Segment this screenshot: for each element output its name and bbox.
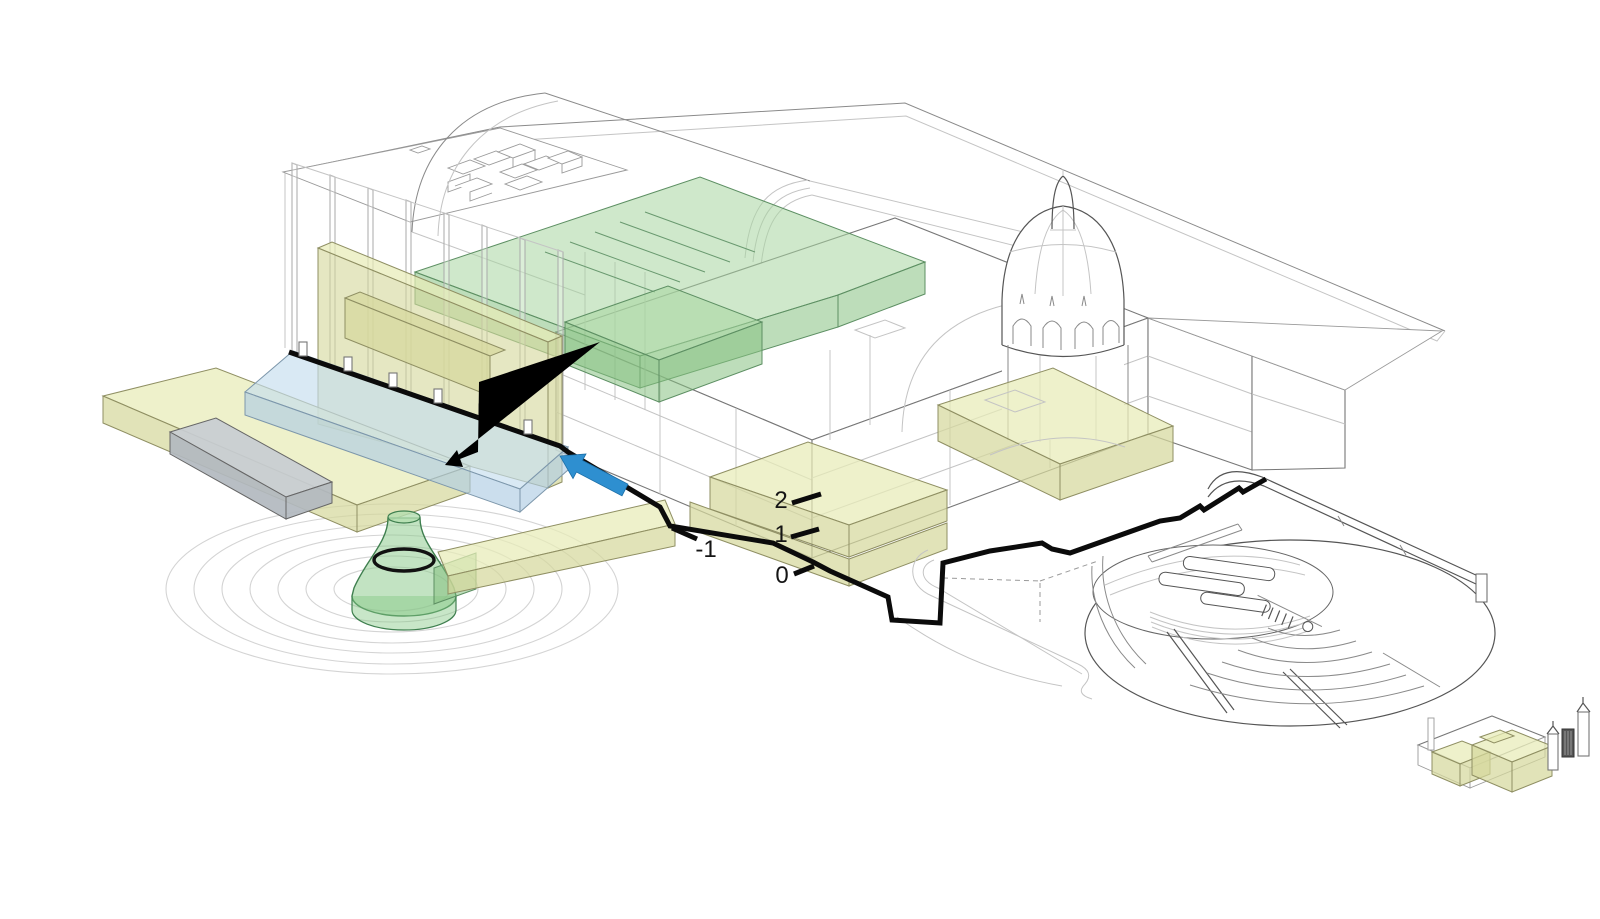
gray-box xyxy=(168,417,334,520)
funnel-black-ring xyxy=(372,547,436,573)
roof-boxes xyxy=(408,143,584,202)
blue-entry-arrow xyxy=(559,453,629,497)
roofscape xyxy=(281,127,629,223)
level-2-label: 2 xyxy=(774,487,787,514)
left-terrace xyxy=(101,350,569,533)
ramp-end-post xyxy=(1475,573,1488,603)
section-line xyxy=(288,349,1268,626)
red-route-arrow xyxy=(445,342,600,467)
amphitheatre-machinery xyxy=(1158,555,1323,633)
amphitheatre xyxy=(1084,523,1496,729)
level-1-tick xyxy=(790,526,820,540)
amphitheatre-seating-arcs xyxy=(1189,627,1425,705)
level-0-tick xyxy=(793,563,815,577)
pavilion-yellow-volumes xyxy=(1430,729,1554,793)
level-2-tick xyxy=(791,491,822,506)
right-ramp xyxy=(1207,471,1488,603)
dome-niches xyxy=(1012,293,1120,350)
yellow-wall-inner-box xyxy=(343,291,507,397)
yellow-corridor xyxy=(437,499,676,595)
green-lower-block xyxy=(563,285,764,403)
green-interior-ribs xyxy=(544,211,756,293)
level-1-label: 1 xyxy=(774,521,787,548)
entrance-pavilion xyxy=(1416,697,1591,793)
pond-ripples xyxy=(165,503,619,675)
level-minus1-label: -1 xyxy=(695,536,716,563)
blue-water-slab xyxy=(244,350,569,514)
level-0-label: 0 xyxy=(775,562,788,589)
courtyard-yellow-box xyxy=(936,367,1175,501)
level-minus1-tick xyxy=(670,525,699,542)
amphitheatre-radial-ramps xyxy=(1166,628,1441,729)
gate-pillars xyxy=(1546,697,1591,771)
level-labels: 2 1 0 -1 xyxy=(670,487,822,589)
